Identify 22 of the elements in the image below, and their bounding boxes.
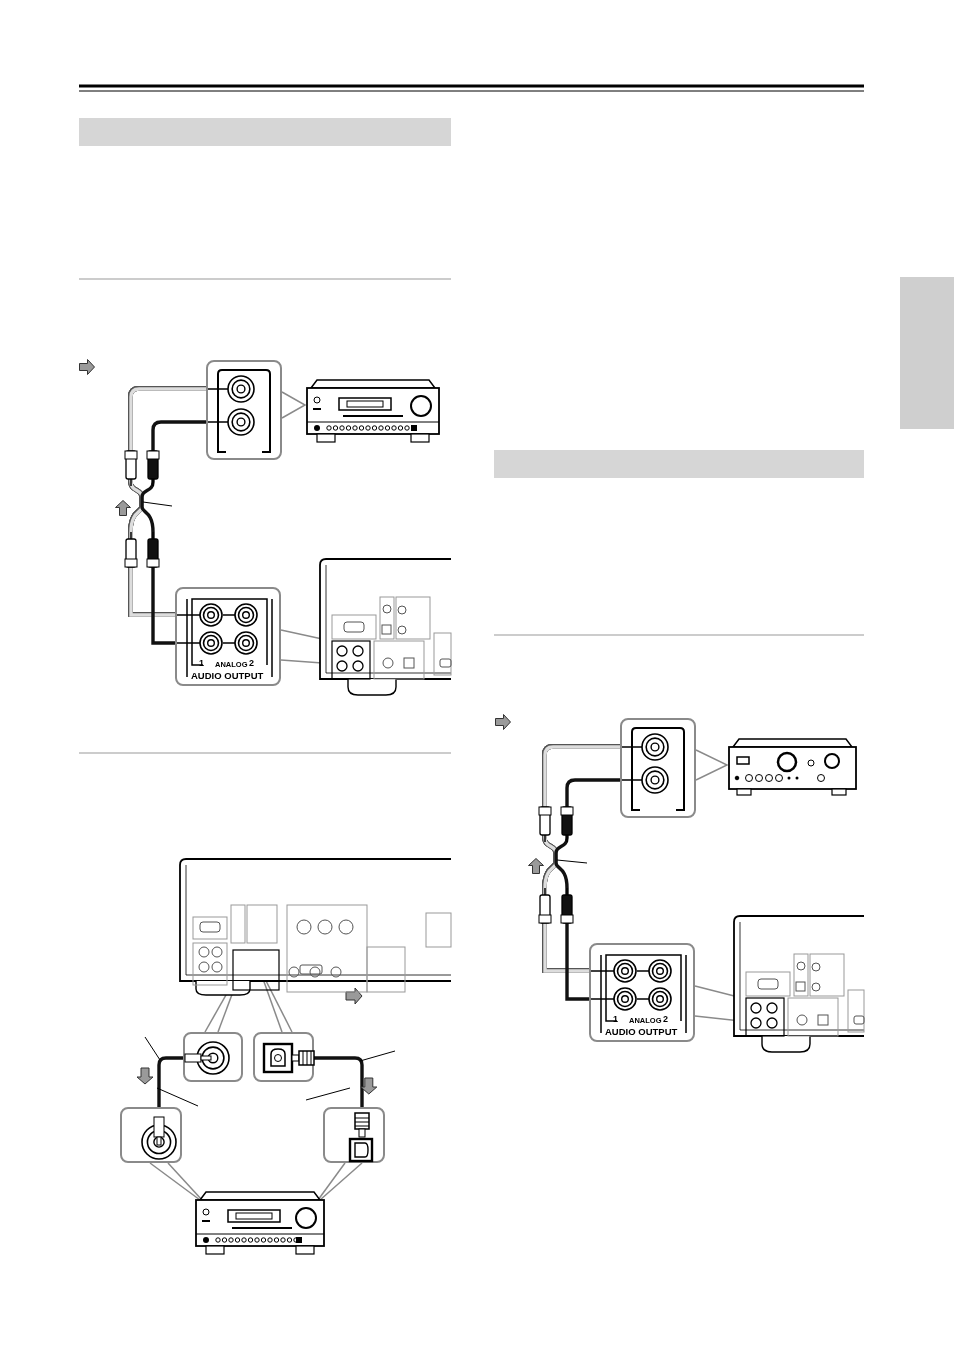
connector-callout (620, 718, 696, 818)
panel-title: AUDIO OUTPUT (605, 1027, 678, 1037)
section-heading-bar (494, 450, 864, 478)
output-jack-panel (175, 587, 281, 686)
channel-number: 2 (663, 1015, 668, 1024)
connector-callout (183, 1032, 243, 1082)
channel-number: 1 (613, 1015, 618, 1024)
output-jack-panel (589, 943, 695, 1042)
connector-callout (253, 1032, 314, 1082)
direction-arrow (360, 1077, 378, 1095)
connector-callout (206, 360, 282, 460)
panel-title: AUDIO OUTPUT (191, 671, 264, 681)
cable (314, 1056, 364, 1107)
side-tab (900, 277, 954, 429)
channel-number: 2 (249, 659, 254, 668)
direction-arrow (345, 987, 363, 1005)
channel-number: 1 (199, 659, 204, 668)
cable (157, 1056, 183, 1107)
direction-arrow (136, 1067, 154, 1085)
connector-callout (120, 1107, 182, 1163)
connector-callout (323, 1107, 385, 1163)
section-heading-bar (79, 118, 451, 146)
